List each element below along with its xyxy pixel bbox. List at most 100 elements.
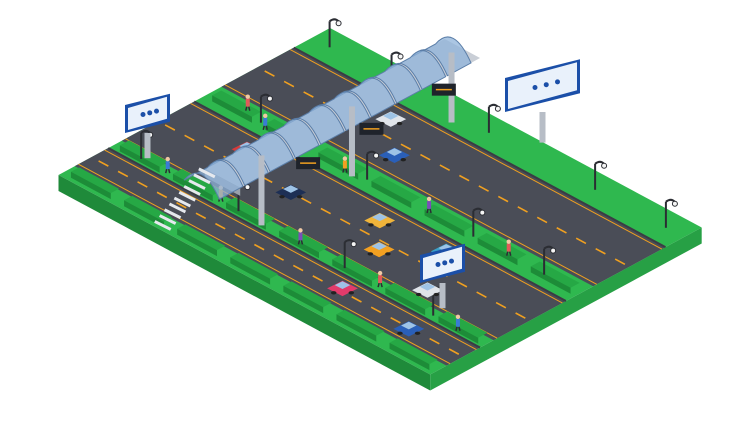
hedge-top <box>371 175 421 203</box>
hedge-top <box>177 224 226 251</box>
billboard-dot <box>154 108 159 114</box>
street-lamp-icon <box>543 245 557 275</box>
hedge-side <box>119 145 160 173</box>
street-lamp-icon <box>259 93 273 123</box>
hedge-top <box>279 225 329 253</box>
hedge-top <box>385 282 435 310</box>
car-wheel <box>396 121 403 126</box>
bridge-glass-panel <box>183 159 244 200</box>
ped-leg <box>164 168 168 174</box>
lane-dash <box>320 207 332 215</box>
lane-dash <box>339 218 351 225</box>
ped-leg <box>245 106 248 111</box>
world-layer <box>58 18 702 391</box>
lane-dash <box>497 195 509 203</box>
hedge-side <box>371 180 412 209</box>
hedge-side <box>389 342 430 371</box>
ped-leg <box>342 168 345 173</box>
lamp-head <box>494 105 501 112</box>
ped-body <box>263 117 268 126</box>
lamp-head <box>244 184 251 191</box>
lane-dash <box>595 247 606 255</box>
ped-body <box>506 243 511 252</box>
bridge-pillar <box>348 106 355 177</box>
hedge-top <box>424 204 474 231</box>
ped-body <box>298 232 303 241</box>
road-edge <box>293 46 666 248</box>
ped-leg <box>426 208 429 214</box>
hedge-side <box>177 228 217 257</box>
pedestrian-icon <box>426 196 432 214</box>
street-lamp-icon <box>366 150 380 180</box>
stair-step <box>178 190 196 202</box>
road-edge <box>107 147 481 349</box>
hedge-top <box>389 338 438 365</box>
hedge-side <box>424 209 465 237</box>
billboard-dot <box>442 260 448 266</box>
hedge-side <box>226 202 266 230</box>
hedge-side <box>336 314 377 342</box>
ped-leg <box>265 125 268 131</box>
lamp-head <box>601 162 608 169</box>
ped-leg <box>300 240 304 245</box>
hedge-top <box>283 281 332 308</box>
ped-body <box>455 318 460 327</box>
ped-head <box>342 156 348 161</box>
lane-dash <box>98 160 109 167</box>
car-icon <box>364 212 396 229</box>
stair-step <box>163 208 182 220</box>
car-window <box>371 242 387 251</box>
billboard-dot <box>543 82 549 88</box>
lane-dash <box>420 153 431 161</box>
car-icon <box>379 147 410 163</box>
lane-dash <box>398 249 409 257</box>
lane-dash <box>476 291 487 299</box>
lane-dash <box>303 91 314 98</box>
lamp-head <box>373 152 380 159</box>
ped-leg <box>380 282 383 288</box>
ped-head <box>298 228 303 233</box>
hedge-side <box>438 316 479 344</box>
billboard-pole <box>144 133 151 159</box>
lane-dash <box>164 124 176 131</box>
ped-body <box>378 275 383 284</box>
stair-step <box>173 196 192 208</box>
car-wheel <box>279 195 285 199</box>
ped-leg <box>345 168 348 173</box>
lane-dash <box>283 80 295 88</box>
car-wheel <box>296 195 303 199</box>
pedestrians <box>164 94 512 332</box>
hedge-top <box>336 309 385 336</box>
billboard-dot <box>532 85 538 90</box>
lane-dash <box>429 337 440 345</box>
hedge-side <box>172 173 213 202</box>
grass-front-side <box>58 175 431 391</box>
car-wheel <box>348 291 355 295</box>
hedge-side <box>318 152 359 180</box>
lamp-head <box>350 241 357 248</box>
car-window <box>438 244 454 252</box>
road-edge <box>193 100 567 302</box>
lane-dash <box>556 227 567 234</box>
grass-right-side <box>430 227 702 391</box>
lane-dash <box>370 306 382 314</box>
car-icon <box>363 241 395 258</box>
pedestrian-icon <box>342 156 348 173</box>
car-icon <box>393 321 425 337</box>
street-lamp-icon <box>472 207 486 237</box>
lane-dash <box>203 145 215 152</box>
lane-dash <box>351 296 362 303</box>
pedestrian-icon <box>245 94 251 111</box>
hedge-top <box>70 167 119 194</box>
hedges <box>70 90 580 371</box>
ped-head <box>165 156 170 162</box>
ped-leg <box>262 125 265 131</box>
billboard-dot <box>449 258 454 264</box>
hedge-top <box>438 311 488 338</box>
bridge-pillar <box>258 155 265 226</box>
car-wheel <box>433 292 440 297</box>
stair-step <box>158 214 177 225</box>
hedge-side <box>70 171 111 200</box>
billboard-dot <box>435 262 441 267</box>
hedge-top <box>212 90 262 117</box>
